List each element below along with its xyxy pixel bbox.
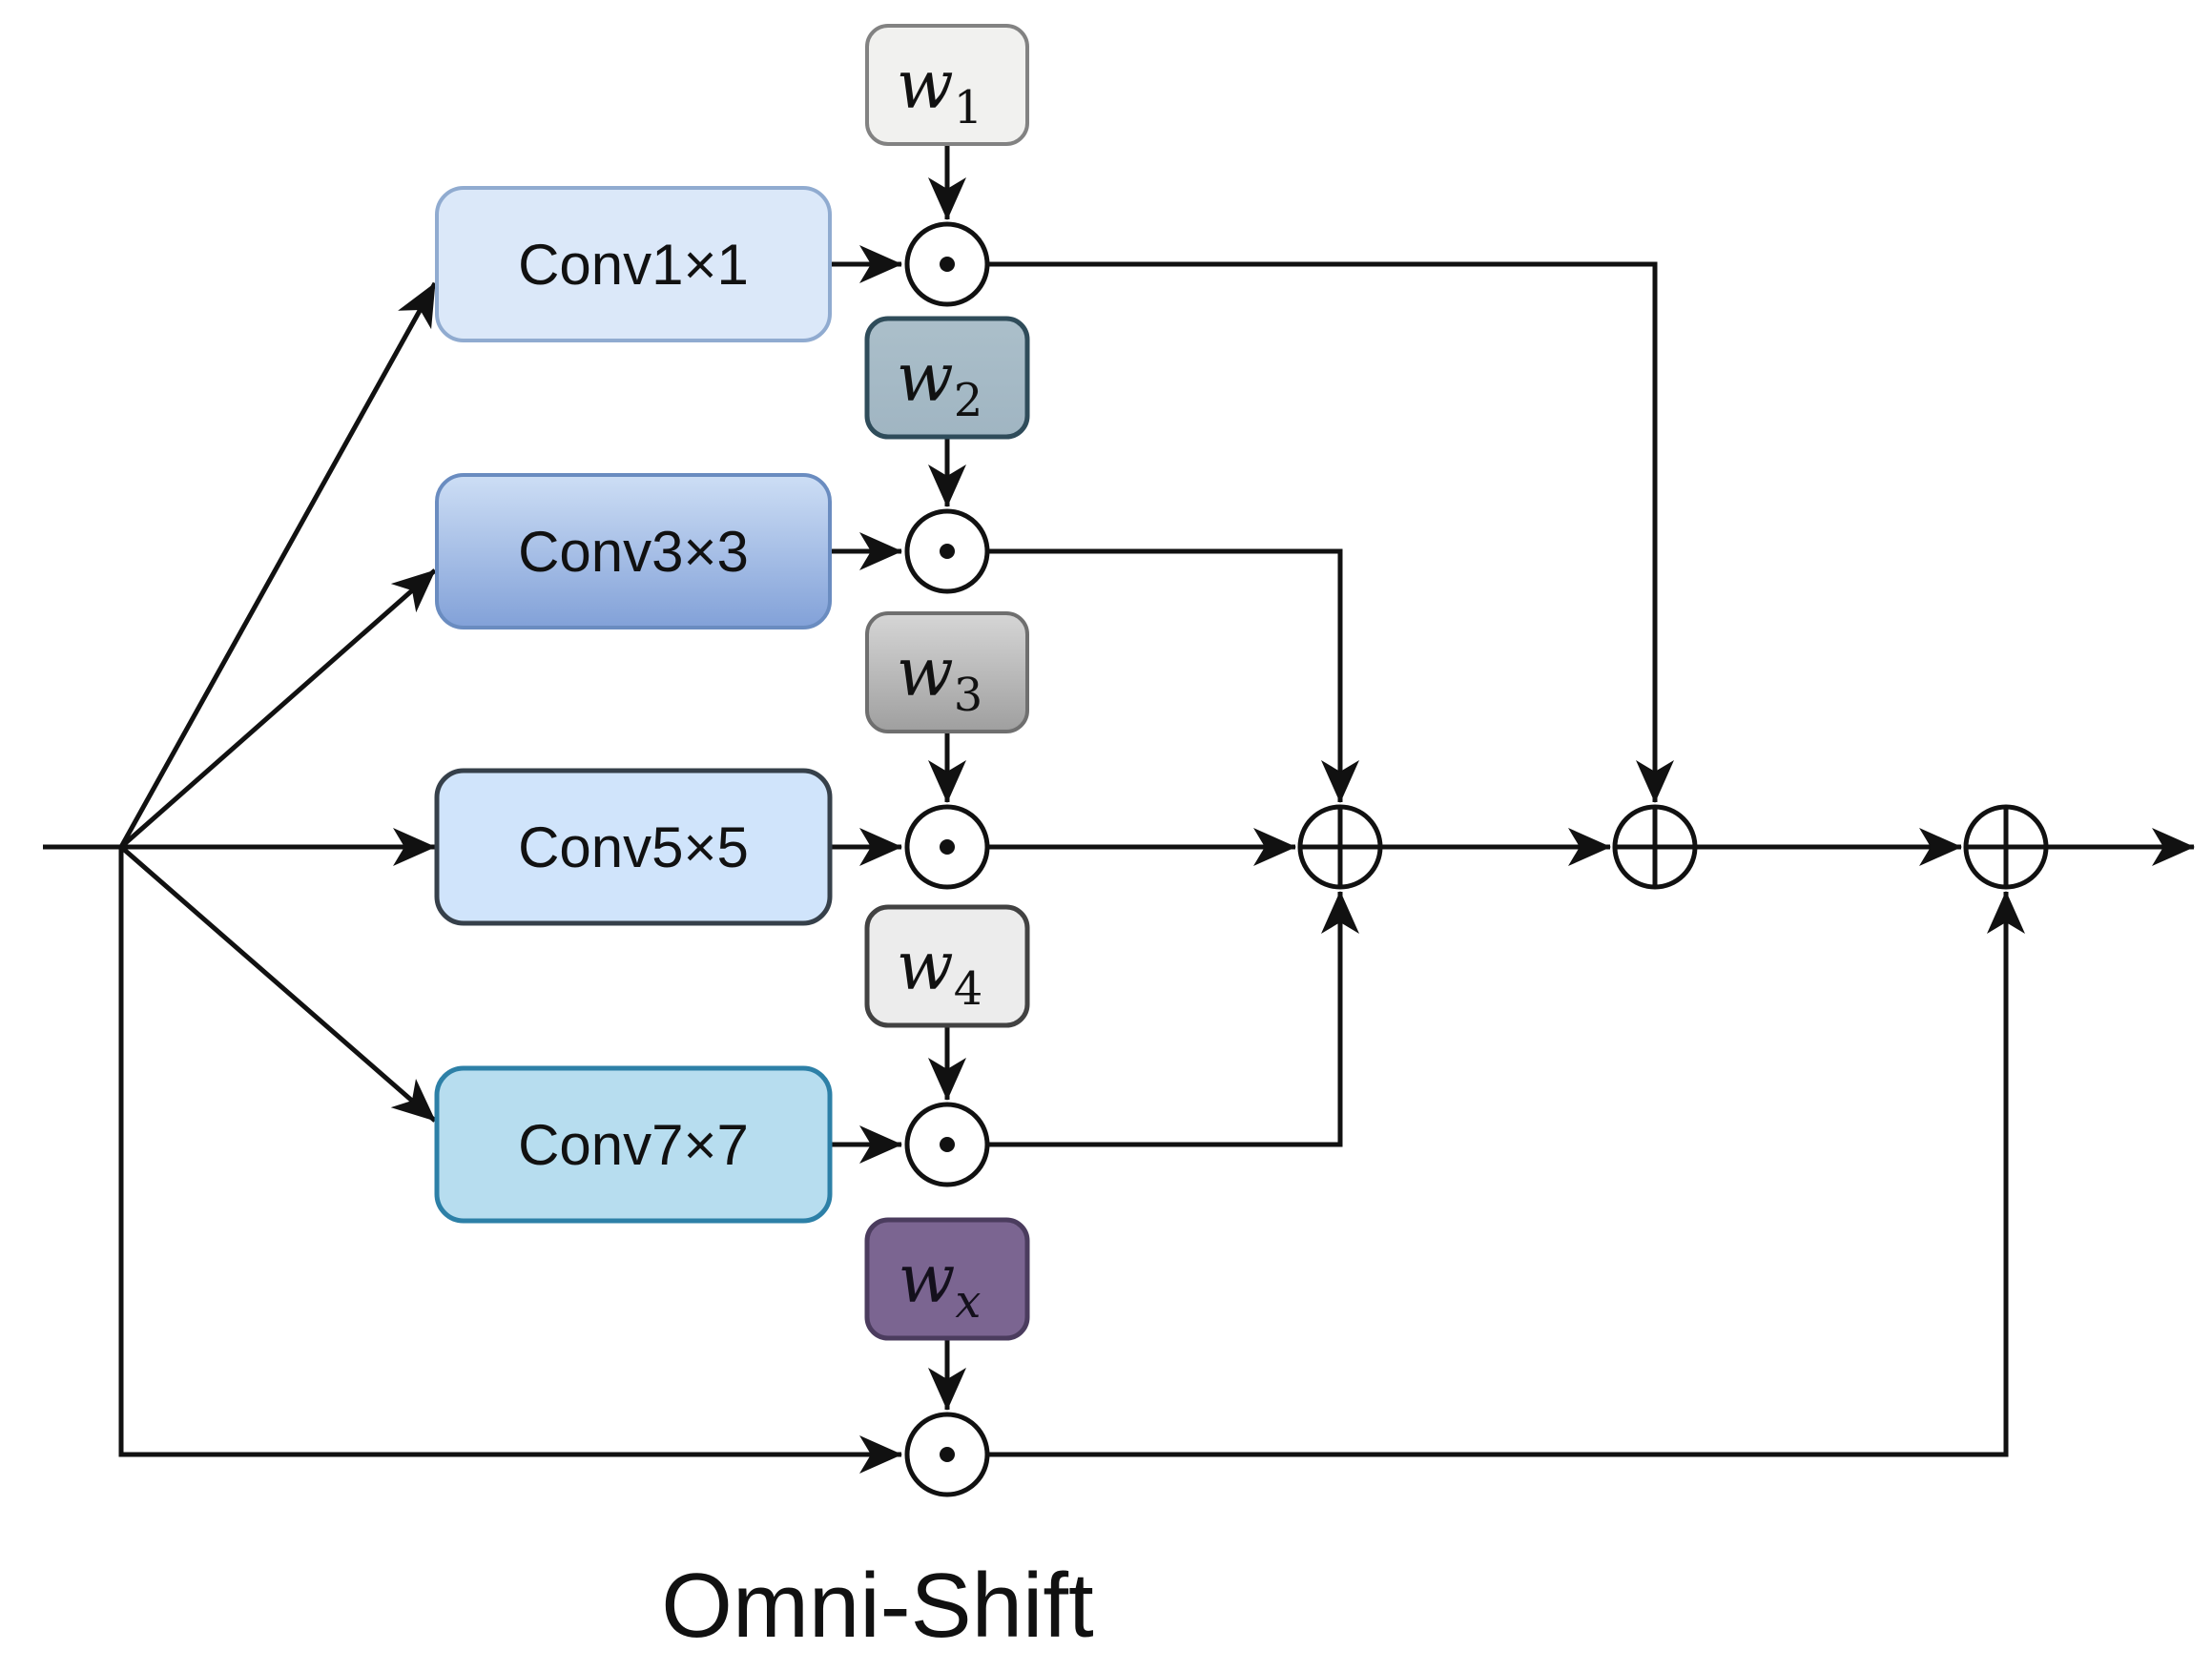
edge-branch-mulx: [118, 847, 902, 1474]
w4-weight-box: w4: [864, 904, 1030, 1028]
w2-weight-box: w2: [864, 316, 1030, 440]
w1-weight-box: w1: [865, 24, 1029, 146]
diagram-title: Omni-Shift: [661, 1555, 1093, 1657]
dot-icon: [940, 544, 955, 559]
wx-weight-box: wx: [864, 1217, 1030, 1341]
conv1x1-box: Conv1×1: [435, 186, 832, 342]
dot-icon: [940, 1137, 955, 1152]
dot-icon: [940, 1447, 955, 1462]
box-rect: [865, 24, 1029, 146]
dot-icon: [940, 839, 955, 855]
edge-mul2-add1: [987, 548, 1359, 803]
weight-label: w4: [897, 927, 982, 1016]
box-rect: [865, 611, 1029, 733]
edge-mulx-add3: [987, 891, 2025, 1457]
conv5x5-box: Conv5×5: [434, 768, 833, 926]
w3-weight-box: w3: [865, 611, 1029, 733]
edge-branch-conv1x1: [118, 281, 438, 849]
weight-label: wx: [899, 1240, 982, 1329]
multiply-node-mul4: [904, 1102, 990, 1187]
box-label: Conv1×1: [518, 233, 749, 297]
edge-mul4-add1: [987, 891, 1359, 1147]
conv3x3-box: Conv3×3: [435, 473, 832, 629]
conv7x7-box: Conv7×7: [434, 1065, 833, 1224]
edge-mul1-add2: [987, 261, 1674, 803]
box-rect: [434, 768, 833, 926]
weight-label: w3: [897, 633, 982, 722]
box-rect: [864, 316, 1030, 440]
multiply-node-mul2: [904, 508, 990, 594]
dot-icon: [940, 257, 955, 272]
add-node-add1: [1297, 804, 1383, 890]
multiply-node-mul3: [904, 804, 990, 890]
multiply-node-mul1: [904, 221, 990, 307]
weight-label: w2: [897, 339, 982, 427]
box-rect: [434, 1065, 833, 1224]
box-rect: [864, 1217, 1030, 1341]
box-rect: [864, 904, 1030, 1028]
box-rect: [435, 186, 832, 342]
add-node-add2: [1612, 804, 1698, 890]
box-label: Conv5×5: [518, 815, 749, 879]
edges-layer: [43, 144, 2195, 1474]
edge-branch-conv3x3: [119, 568, 437, 849]
box-rect: [435, 473, 832, 629]
edge-branch-conv7x7: [119, 845, 437, 1123]
box-label: Conv7×7: [518, 1113, 749, 1177]
weight-label: w1: [897, 46, 982, 134]
multiply-node-mulx: [904, 1412, 990, 1497]
box-label: Conv3×3: [518, 520, 749, 584]
add-node-add3: [1963, 804, 2049, 890]
